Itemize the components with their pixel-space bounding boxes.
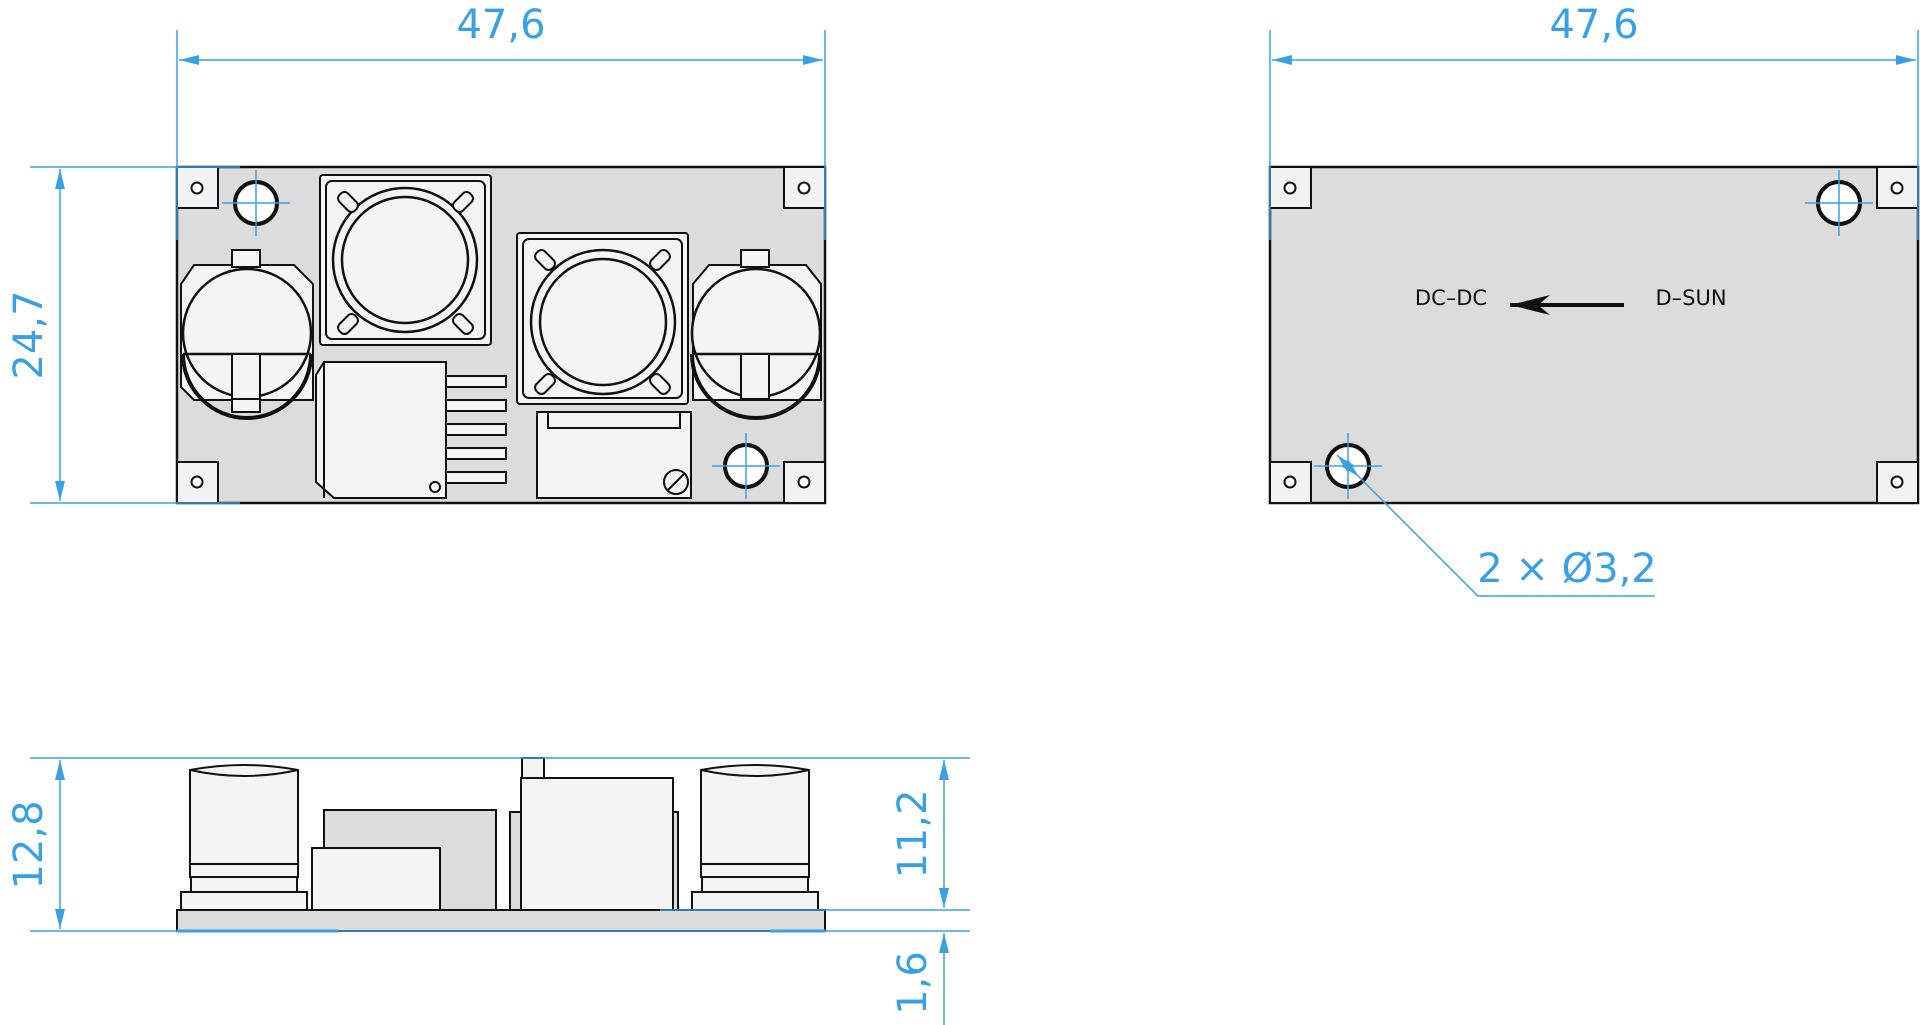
bottom-width-dimension: 47,6 — [1549, 2, 1638, 48]
hole-spec-dimension: 2 × Ø3,2 — [1477, 546, 1657, 592]
mounting-hole-top-2 — [712, 433, 780, 499]
trimmer-block — [536, 411, 692, 499]
regulator-ic — [315, 361, 507, 499]
bottom-view-dimensions — [1269, 30, 1919, 597]
side-view-dimensions — [30, 757, 970, 1025]
capacitor-right — [690, 249, 822, 420]
pcb-thickness-dimension: 1,6 — [890, 951, 936, 1015]
dc-dc-label: DC–DC — [1415, 286, 1487, 310]
d-sun-label: D–SUN — [1655, 286, 1726, 310]
top-view: 47,6 24,7 — [6, 2, 827, 505]
bottom-view: DC–DC D–SUN 47,6 2 × Ø3,2 — [1268, 2, 1920, 597]
capacitor-left-side — [180, 764, 308, 911]
capacitor-right-side — [691, 764, 819, 911]
board-height-dimension: 24,7 — [6, 290, 52, 379]
pcb-bottom — [1268, 165, 1920, 505]
corner-pads-bottom — [1269, 166, 1919, 504]
inductor-2 — [516, 232, 689, 405]
side-view: 12,8 11,2 1,6 — [6, 757, 970, 1025]
top-width-dimension: 47,6 — [456, 2, 545, 48]
top-view-dimensions — [30, 30, 826, 504]
pcb-side — [176, 909, 826, 932]
mounting-hole-top-1 — [222, 170, 290, 236]
mounting-hole-bottom-1 — [1805, 170, 1873, 236]
corner-pads — [176, 166, 826, 504]
inductor-1-side — [311, 809, 497, 911]
inductor-2-side — [509, 757, 679, 911]
inductor-1 — [319, 174, 492, 346]
capacitor-left — [180, 249, 314, 420]
overall-height-dimension: 12,8 — [6, 800, 52, 889]
component-height-dimension: 11,2 — [890, 789, 936, 878]
